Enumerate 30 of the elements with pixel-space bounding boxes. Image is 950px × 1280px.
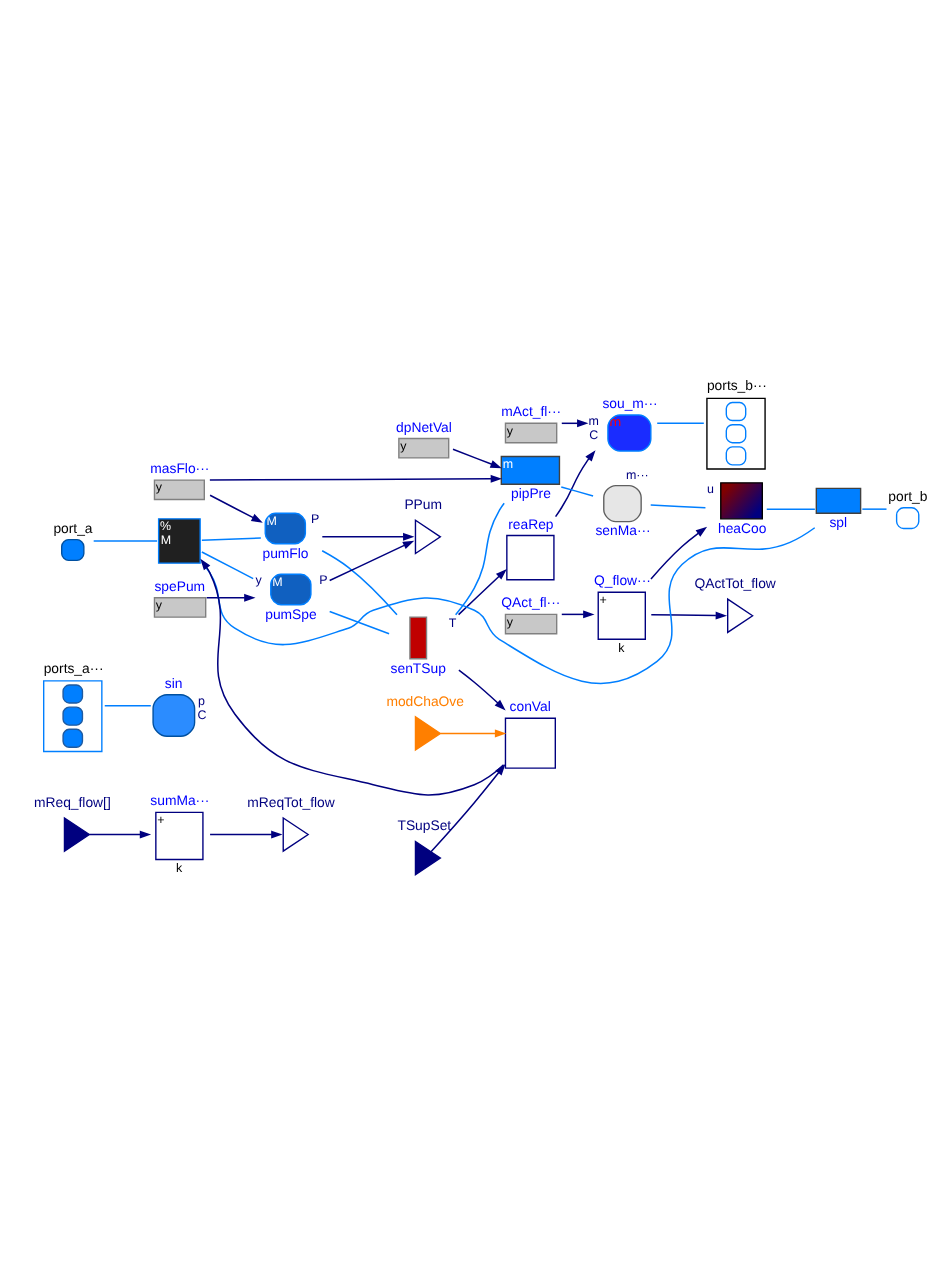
arrow — [554, 450, 596, 518]
connector — [92, 540, 158, 542]
arrow — [458, 669, 506, 711]
connector — [454, 502, 505, 616]
connector — [766, 508, 816, 510]
connector — [201, 551, 254, 580]
arrow — [650, 611, 728, 620]
connector — [560, 486, 594, 497]
arrow — [457, 568, 507, 616]
arrow — [200, 558, 505, 796]
connector — [321, 549, 398, 616]
connector — [328, 610, 390, 635]
arrow — [88, 830, 152, 839]
arrow — [328, 540, 415, 582]
arrow — [430, 764, 506, 853]
arrow — [561, 610, 595, 619]
arrow — [205, 593, 256, 602]
connector — [861, 508, 888, 510]
arrow — [452, 448, 502, 469]
connector — [656, 422, 705, 425]
connector — [201, 537, 262, 541]
connector — [104, 705, 152, 707]
arrow — [209, 830, 283, 839]
connector — [201, 527, 816, 685]
arrow — [321, 532, 415, 541]
arrow — [209, 494, 263, 523]
arrow — [439, 729, 507, 738]
connector — [649, 504, 707, 509]
arrow — [209, 474, 503, 483]
arrow — [650, 526, 708, 580]
